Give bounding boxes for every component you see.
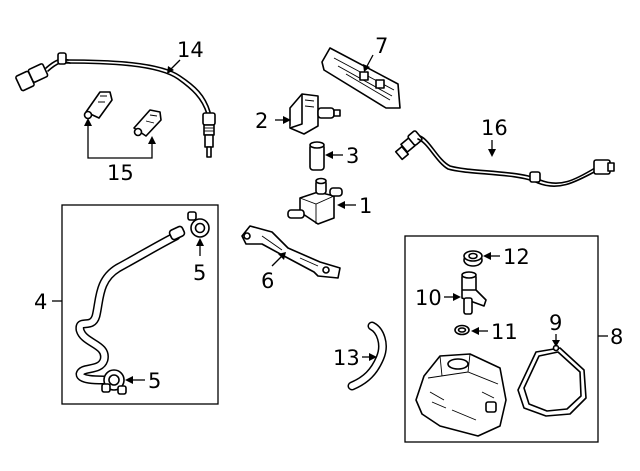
callout-16: 16	[481, 116, 508, 140]
callout-6: 6	[261, 269, 274, 293]
callout-7: 7	[375, 34, 388, 58]
mounting-bracket-6-icon[interactable]	[241, 225, 341, 279]
o-ring-11-icon[interactable]	[454, 324, 470, 336]
leader-lines	[84, 54, 560, 384]
callout-15: 15	[107, 161, 134, 185]
callout-13: 13	[333, 346, 360, 370]
callout-5a: 5	[193, 261, 206, 285]
pcv-valve-10-icon[interactable]	[461, 271, 487, 315]
breather-hose-13-icon[interactable]	[347, 321, 387, 391]
cover-7-icon[interactable]	[321, 47, 401, 109]
callout-1: 1	[359, 194, 372, 218]
callout-5b: 5	[148, 369, 161, 393]
grommet-12-icon[interactable]	[463, 250, 483, 267]
vacuum-hose-4-icon[interactable]	[75, 225, 186, 385]
separator-housing-8-icon[interactable]	[415, 353, 507, 437]
callout-9: 9	[549, 311, 562, 335]
callout-3: 3	[346, 144, 359, 168]
group-box-4	[61, 204, 219, 405]
sensor-bracket-15-icon[interactable]	[83, 91, 162, 137]
oxygen-sensor-14-icon[interactable]	[15, 52, 216, 158]
callout-14: 14	[177, 38, 204, 62]
callout-12: 12	[503, 245, 530, 269]
hose-clamp-5b-icon[interactable]	[101, 369, 127, 395]
callout-11: 11	[491, 320, 518, 344]
callout-numbers: 14 15 7 2 3 16 1 6 4 5 5 12 10 11 9 8 13	[34, 34, 623, 393]
gasket-9-icon[interactable]	[517, 344, 587, 417]
sensor-2-icon[interactable]	[289, 93, 341, 135]
callout-10: 10	[415, 286, 442, 310]
callout-2: 2	[255, 109, 268, 133]
oxygen-sensor-16-icon[interactable]	[394, 130, 615, 187]
hose-clamp-5a-icon[interactable]	[187, 211, 210, 238]
hose-connector-3-icon[interactable]	[309, 141, 325, 171]
callout-4: 4	[34, 290, 47, 314]
solenoid-valve-1-icon[interactable]	[287, 177, 343, 225]
callout-8: 8	[610, 325, 623, 349]
group-box-8	[404, 235, 599, 443]
